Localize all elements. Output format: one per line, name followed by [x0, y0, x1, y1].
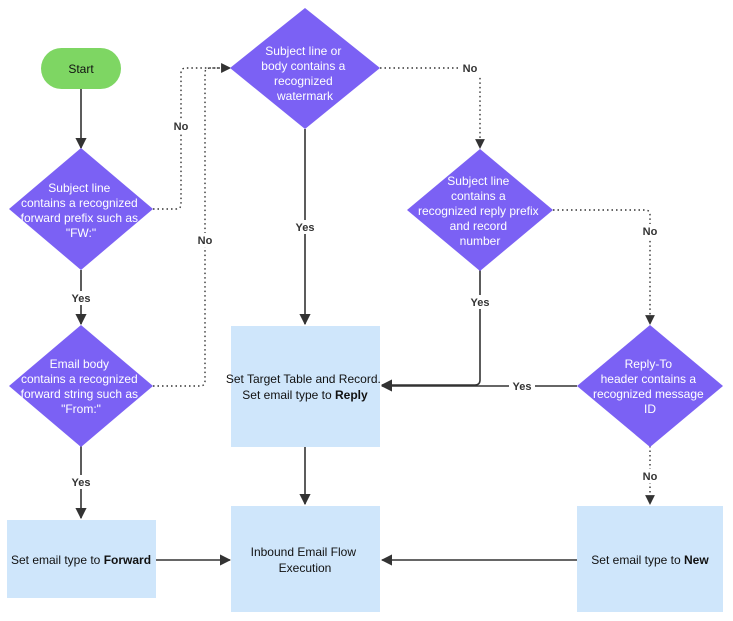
- edge-label-yes: Yes: [72, 293, 91, 305]
- process-text-bold: Forward: [104, 553, 151, 567]
- decision-text-line: Subject line: [447, 174, 509, 188]
- process-text-line: Set email type to: [242, 388, 335, 402]
- decision-text-line: Subject line: [48, 181, 110, 195]
- edge-label-yes: Yes: [513, 381, 532, 393]
- decision-text-line: recognized reply prefix: [418, 204, 539, 218]
- process-text-line: Set email type to: [11, 553, 104, 567]
- svg-text:Inbound Email Flow Exe: Inbound Email Flow Execution: [251, 545, 360, 575]
- decision-text-line: and record: [450, 219, 507, 233]
- edge-reply-prefix-yes: [380, 270, 481, 391]
- svg-text:Subject line contains: Subject line contains a recognized reply…: [418, 174, 542, 248]
- decision-text-line: Email body: [50, 357, 109, 371]
- edge-forward-prefix-no: [153, 63, 231, 210]
- decision-reply-to: Reply-To header contains a recognized me…: [577, 325, 723, 447]
- svg-text:Set email type to Forward: Set email type to Forward: [11, 553, 151, 567]
- decision-text-line: contains a: [451, 189, 506, 203]
- edge-label-no: No: [198, 235, 213, 247]
- start-label: Start: [68, 62, 94, 76]
- edges: [75, 63, 655, 566]
- decision-text-line: watermark: [276, 89, 334, 103]
- edge-label-no: No: [643, 471, 658, 483]
- decision-watermark: Subject line or body contains a recogniz…: [230, 8, 380, 129]
- svg-text:Email body contains a: Email body contains a recognized forward…: [21, 357, 142, 416]
- decision-forward-prefix: Subject line contains a recognized forwa…: [9, 148, 153, 270]
- decision-text-line: Reply-To: [625, 357, 673, 371]
- decision-text-line: forward string such as: [21, 387, 138, 401]
- process-text-bold: Reply: [335, 388, 368, 402]
- decision-text-line: Subject line or: [265, 44, 341, 58]
- process-text-line: Set Target Table and Record.: [226, 372, 381, 386]
- decision-text-line: contains a recognized: [21, 196, 138, 210]
- edge-label-yes: Yes: [471, 297, 490, 309]
- svg-text:Reply-To header contai: Reply-To header contains a recognized me…: [593, 357, 707, 416]
- decision-text-line: recognized: [274, 74, 333, 88]
- process-text-bold: New: [684, 553, 709, 567]
- edge-label-no: No: [643, 226, 658, 238]
- start-node: Start: [41, 48, 121, 89]
- decision-text-line: header contains a: [601, 372, 697, 386]
- process-inbound-execution: Inbound Email Flow Execution: [231, 506, 380, 612]
- edge-label-no: No: [174, 121, 189, 133]
- nodes: Start Subject line contains a recognized…: [7, 8, 723, 612]
- edge-label-yes: Yes: [72, 477, 91, 489]
- decision-text-line: "FW:": [66, 226, 96, 240]
- decision-text-line: number: [460, 234, 501, 248]
- edge-forward-string-no: [153, 63, 231, 387]
- edge-labels: No No No No No Yes Yes Yes Yes Yes: [68, 61, 661, 489]
- decision-forward-string: Email body contains a recognized forward…: [9, 325, 153, 447]
- process-set-new: Set email type to New: [577, 506, 723, 612]
- edge-label-yes: Yes: [296, 222, 315, 234]
- svg-text:Set email type to New: Set email type to New: [591, 553, 709, 567]
- edge-watermark-no: [380, 67, 485, 149]
- decision-text-line: recognized message: [593, 387, 704, 401]
- process-set-reply: Set Target Table and Record. Set email t…: [226, 326, 384, 447]
- edge-label-no: No: [463, 63, 478, 75]
- decision-text-line: contains a recognized: [21, 372, 138, 386]
- svg-text:Set Target Table and Record.: Set Target Table and Record. Set email t…: [226, 372, 384, 402]
- process-text-line: Set email type to: [591, 553, 684, 567]
- edge-reply-prefix-no: [553, 209, 655, 325]
- decision-text-line: forward prefix such as: [21, 211, 138, 225]
- decision-text-line: ID: [644, 402, 656, 416]
- decision-reply-prefix: Subject line contains a recognized reply…: [407, 149, 553, 271]
- decision-text-line: "From:": [61, 402, 101, 416]
- svg-text:Subject line or body c: Subject line or body contains a recogniz…: [261, 44, 348, 103]
- svg-text:Subject line contains: Subject line contains a recognized forwa…: [21, 181, 142, 240]
- process-set-forward: Set email type to Forward: [7, 520, 156, 598]
- process-text-line: Execution: [279, 561, 332, 575]
- decision-text-line: body contains a: [261, 59, 345, 73]
- process-text-line: Inbound Email Flow: [251, 545, 357, 559]
